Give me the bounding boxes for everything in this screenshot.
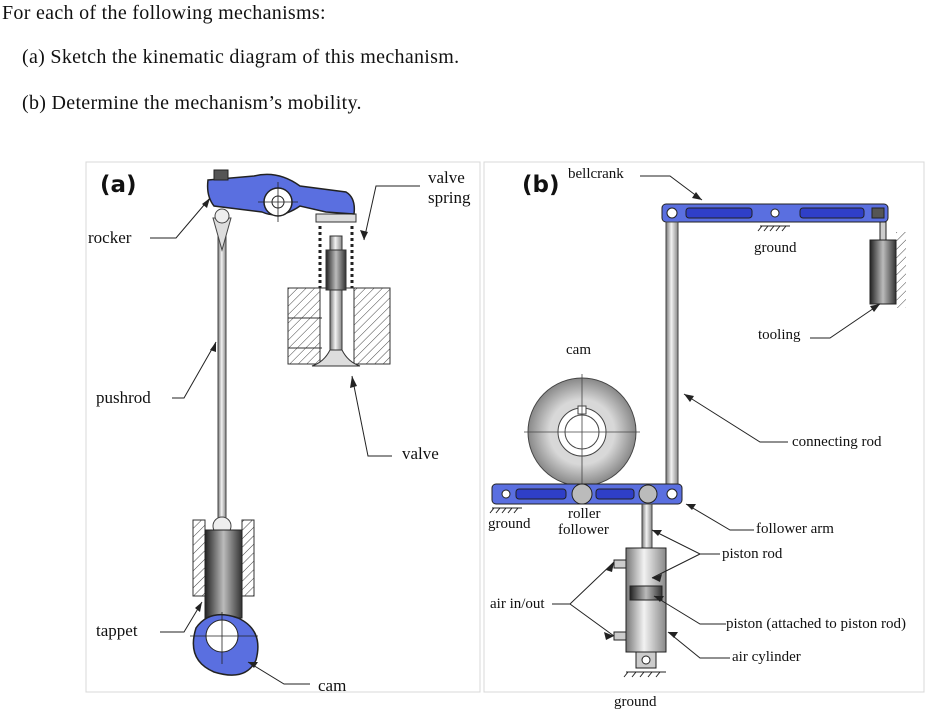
cam-b <box>524 374 640 490</box>
panel-b-arrowheads <box>604 192 880 640</box>
tappet-guide <box>192 519 255 597</box>
label-pushrod: pushrod <box>96 388 151 407</box>
prompt-intro: For each of the following mechanisms: <box>2 2 326 24</box>
prompt-item-b: (b) Determine the mechanism’s mobility. <box>22 92 362 114</box>
piston-rod <box>641 503 653 549</box>
panel-a <box>85 161 481 693</box>
label-piston: piston (attached to piston rod) <box>726 616 906 632</box>
panel-b-frame <box>483 161 925 693</box>
panel-b <box>483 161 925 693</box>
label-air-in-out: air in/out <box>490 596 545 612</box>
label-tooling: tooling <box>758 327 801 343</box>
tooling <box>869 221 906 308</box>
panel-a-tag: (a) <box>100 172 137 198</box>
panel-a-leaders <box>150 185 420 685</box>
label-connecting-rod: connecting rod <box>792 434 882 450</box>
label-valve-spring-line1: valve <box>428 168 465 187</box>
label-ground-bottom: ground <box>614 694 657 710</box>
pushrod <box>217 225 227 521</box>
label-cam-b: cam <box>566 342 591 358</box>
connecting-rod <box>665 221 679 491</box>
label-rocker: rocker <box>88 228 132 247</box>
tappet <box>204 529 243 619</box>
label-bellcrank: bellcrank <box>568 166 624 182</box>
air-cylinder <box>613 547 667 678</box>
panel-b-leaders <box>552 175 881 659</box>
label-cam-a: cam <box>318 676 347 695</box>
cam-a <box>190 612 259 676</box>
rocker-arm <box>206 169 356 222</box>
label-ground-left: ground <box>488 516 531 532</box>
label-tappet: tappet <box>96 621 138 640</box>
panel-b-tag: (b) <box>522 172 560 198</box>
prompt-item-a: (a) Sketch the kinematic diagram of this… <box>22 46 460 68</box>
panel-a-frame <box>85 161 481 693</box>
bellcrank-link <box>661 203 889 232</box>
label-follower-arm: follower arm <box>756 521 834 537</box>
label-roller-line1: roller <box>568 506 601 522</box>
label-piston-rod: piston rod <box>722 546 783 562</box>
label-valve-spring-line2: spring <box>428 188 471 207</box>
panel-a-arrowheads <box>195 198 368 668</box>
pushrod-ball-top <box>214 208 230 224</box>
label-roller-line2: follower <box>558 522 609 538</box>
label-ground-top: ground <box>754 240 797 256</box>
label-air-cylinder: air cylinder <box>732 649 801 665</box>
valve-spring <box>315 213 357 291</box>
follower-arm <box>489 483 683 514</box>
valve-head <box>311 349 361 367</box>
label-valve: valve <box>402 444 439 463</box>
